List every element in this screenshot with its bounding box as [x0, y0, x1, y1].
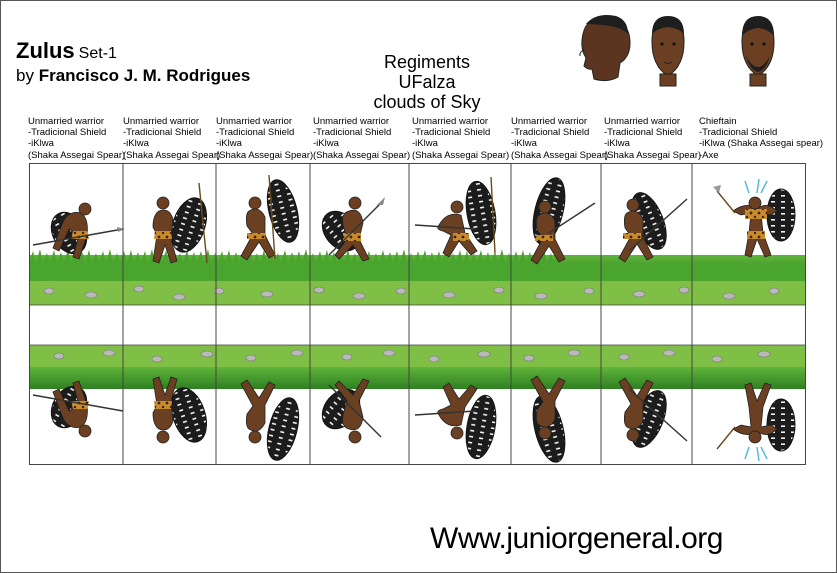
- portrait-profile: [579, 15, 631, 82]
- website-url: Www.juniorgeneral.org: [430, 522, 723, 555]
- warrior-figure-6: [530, 177, 596, 265]
- byline: by Francisco J. M. Rodrigues: [16, 66, 250, 86]
- warrior-figure-5: [414, 176, 497, 258]
- lower-figures: [32, 375, 796, 463]
- chieftain-figure: [713, 178, 796, 258]
- warrior-figure-4: [321, 196, 385, 262]
- title-set: Set-1: [78, 45, 117, 62]
- figure-caption-4: Unmarried warrior-Tradicional Shield-iKl…: [313, 116, 411, 161]
- figure-caption-8: Chieftain-Tradicional Shield-iKlwa (Shak…: [699, 116, 824, 161]
- author-name: Francisco J. M. Rodrigues: [38, 66, 251, 85]
- figure-caption-7: Unmarried warrior-Tradicional Shield-iKl…: [604, 116, 702, 161]
- figure-caption-3: Unmarried warrior-Tradicional Shield-iKl…: [216, 116, 314, 161]
- regiment-line-2: UFalza: [398, 72, 456, 92]
- title-name: Zulus: [16, 38, 75, 63]
- regiment-line-3: clouds of Sky: [373, 92, 481, 112]
- warrior-figure-1: [32, 202, 125, 260]
- figure-caption-2: Unmarried warrior-Tradicional Shield-iKl…: [123, 116, 221, 161]
- lower-grass: [29, 345, 806, 389]
- portrait-front: [651, 16, 685, 87]
- regiment-heading: Regiments UFalza clouds of Sky: [372, 52, 482, 112]
- figure-strip: [29, 163, 806, 465]
- figure-caption-6: Unmarried warrior-Tradicional Shield-iKl…: [511, 116, 609, 161]
- figure-caption-5: Unmarried warrior-Tradicional Shield-iKl…: [412, 116, 510, 161]
- cell-dividers: [29, 163, 806, 465]
- head-portraits: [579, 15, 775, 87]
- fold-band: [29, 305, 806, 345]
- warrior-figure-2: [152, 182, 208, 264]
- upper-grass: [29, 249, 806, 305]
- figure-caption-1: Unmarried warrior-Tradicional Shield-iKl…: [28, 116, 126, 161]
- warrior-figure-3: [240, 174, 300, 261]
- warrior-figure-7: [618, 192, 688, 263]
- regiment-line-1: Regiments: [383, 52, 471, 72]
- upper-figures: [32, 174, 796, 265]
- byline-prefix: by: [16, 66, 34, 85]
- portrait-bearded: [741, 16, 775, 87]
